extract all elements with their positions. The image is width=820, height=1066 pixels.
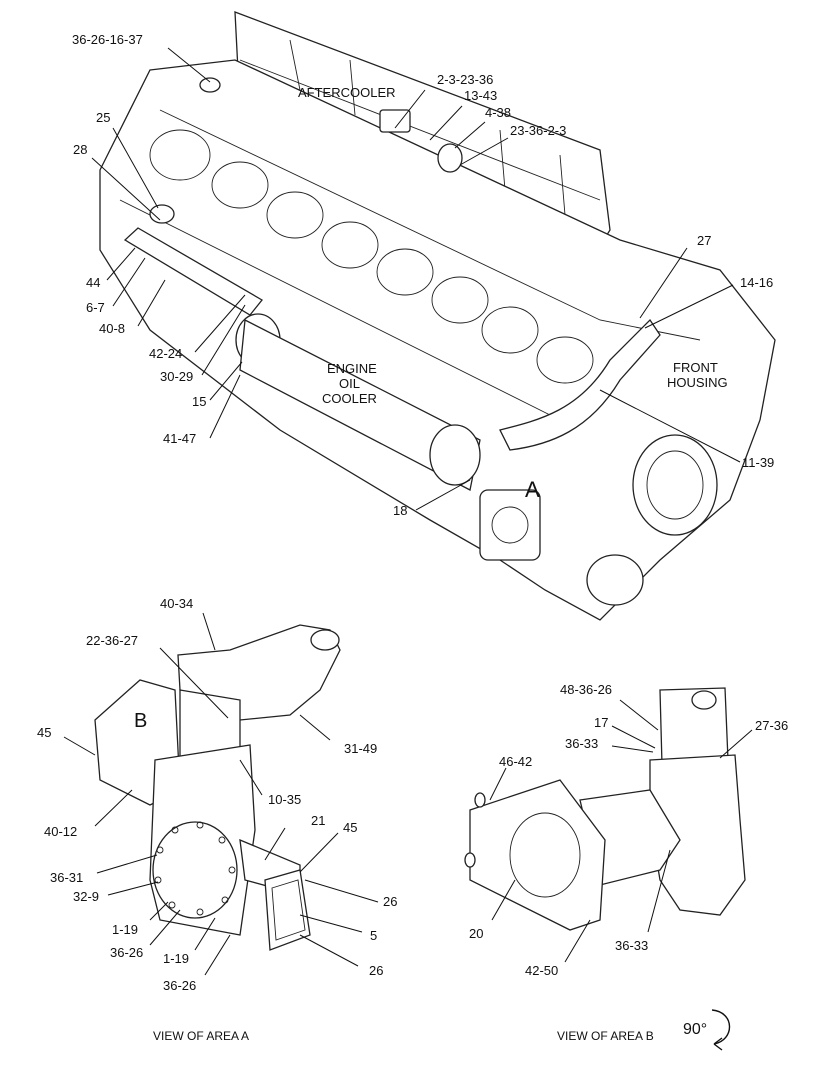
- view-area-a-drawing: [94, 624, 341, 951]
- callout-22-36-27: 22-36-27: [86, 633, 138, 648]
- callout-oil: OIL: [339, 376, 360, 391]
- caption-view-area-b: VIEW OF AREA B: [557, 1029, 654, 1043]
- callout-36-31: 36-31: [50, 870, 83, 885]
- callout-1-19-lower: 1-19: [163, 951, 189, 966]
- callout-26-upper: 26: [383, 894, 397, 909]
- callout-20: 20: [469, 926, 483, 941]
- callout-27: 27: [697, 233, 711, 248]
- callout-26-lower: 26: [369, 963, 383, 978]
- callout-area-a: A: [525, 477, 540, 502]
- callout-32-9: 32-9: [73, 889, 99, 904]
- callout-area-b: B: [134, 710, 147, 732]
- top-leader-lines: [91, 47, 741, 511]
- callout-46-42: 46-42: [499, 754, 532, 769]
- callout-4-38: 4-38: [485, 105, 511, 120]
- callout-45-left: 45: [37, 725, 51, 740]
- callout-21: 21: [311, 813, 325, 828]
- callout-30-29: 30-29: [160, 369, 193, 384]
- caption-view-area-a: VIEW OF AREA A: [153, 1029, 249, 1043]
- captions: VIEW OF AREA A VIEW OF AREA B 90°: [153, 1009, 731, 1051]
- view-area-b-labels: 48-36-26 17 27-36 36-33 46-42 20 36-33 4…: [469, 682, 788, 978]
- callout-13-43: 13-43: [464, 88, 497, 103]
- callout-27-36: 27-36: [755, 718, 788, 733]
- callout-40-8: 40-8: [99, 321, 125, 336]
- callout-cooler: COOLER: [322, 391, 377, 406]
- top-callout-labels: 36-26-16-37 AFTERCOOLER 2-3-23-36 13-43 …: [72, 32, 774, 518]
- rotation-arrow-icon: [711, 1009, 731, 1051]
- callout-23-36-2-3: 23-36-2-3: [510, 123, 566, 138]
- view-area-b-drawing: [464, 687, 746, 931]
- callout-15: 15: [192, 394, 206, 409]
- view-area-b-leaders: [489, 699, 753, 963]
- callout-6-7: 6-7: [86, 300, 105, 315]
- view-area-a-labels: 40-34 22-36-27 B 45 31-49 10-35 40-12 21…: [37, 596, 397, 993]
- callout-17: 17: [594, 715, 608, 730]
- callout-45-right: 45: [343, 820, 357, 835]
- callout-14-16: 14-16: [740, 275, 773, 290]
- callout-aftercooler: AFTERCOOLER: [298, 85, 396, 100]
- callout-36-33-upper: 36-33: [565, 736, 598, 751]
- callout-40-12: 40-12: [44, 824, 77, 839]
- callout-engine: ENGINE: [327, 361, 377, 376]
- callout-42-24: 42-24: [149, 346, 182, 361]
- callout-42-50: 42-50: [525, 963, 558, 978]
- callout-front: FRONT: [673, 360, 718, 375]
- callout-44: 44: [86, 275, 100, 290]
- callout-40-34: 40-34: [160, 596, 193, 611]
- callout-1-19-upper: 1-19: [112, 922, 138, 937]
- engine-assembly-drawing: [99, 11, 776, 621]
- callout-2-3-23-36: 2-3-23-36: [437, 72, 493, 87]
- callout-housing: HOUSING: [667, 375, 728, 390]
- callout-18: 18: [393, 503, 407, 518]
- callout-11-39: 11-39: [742, 455, 774, 470]
- callout-25: 25: [96, 110, 110, 125]
- view-area-a-leaders: [63, 612, 379, 976]
- callout-5: 5: [370, 928, 377, 943]
- caption-rotation: 90°: [683, 1021, 707, 1038]
- callout-36-26-16-37: 36-26-16-37: [72, 32, 143, 47]
- callout-41-47: 41-47: [163, 431, 196, 446]
- callout-31-49: 31-49: [344, 741, 377, 756]
- callout-48-36-26: 48-36-26: [560, 682, 612, 697]
- callout-36-26-lower: 36-26: [163, 978, 196, 993]
- callout-36-26-upper: 36-26: [110, 945, 143, 960]
- callout-28: 28: [73, 142, 87, 157]
- callout-10-35: 10-35: [268, 792, 301, 807]
- callout-36-33-lower: 36-33: [615, 938, 648, 953]
